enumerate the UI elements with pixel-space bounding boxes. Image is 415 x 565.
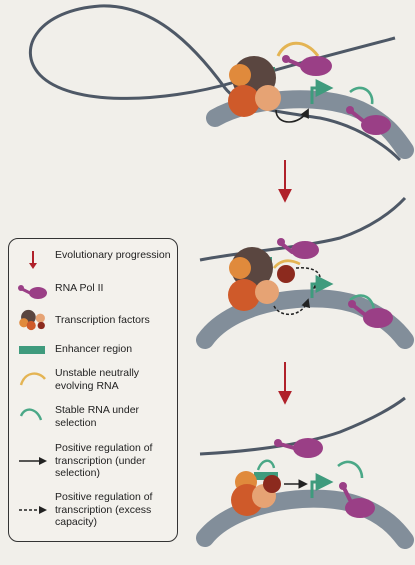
tf-dark-red	[277, 265, 295, 283]
pol-ii-1	[277, 238, 319, 259]
tf-orange	[229, 257, 251, 279]
promoter-arrow-green	[310, 79, 334, 104]
legend-label: Transcription factors	[55, 314, 150, 326]
pol-ii-1	[282, 55, 332, 76]
pol-ii-2	[339, 482, 375, 518]
tf-peach	[255, 280, 279, 304]
dna-upper	[199, 196, 407, 262]
panel-2	[196, 196, 414, 349]
pol-ii-2	[348, 300, 393, 328]
legend-box: Evolutionary progression RNA Pol II Tran…	[8, 238, 178, 542]
dashed-arrow-icon	[19, 506, 47, 514]
legend-label: Stable RNA under selection	[55, 404, 140, 429]
unstable-rna	[276, 41, 320, 57]
stable-rna	[349, 86, 374, 105]
legend-label: Unstable neutrally evolving RNA	[55, 367, 140, 392]
stable-rna-icon	[19, 408, 43, 421]
tf-red-orange	[228, 85, 260, 117]
promoter-arrow-green	[310, 473, 334, 498]
tf-peach	[255, 85, 281, 111]
stable-rna	[256, 459, 276, 471]
regulation-arrow-dashed	[273, 298, 310, 315]
legend-label: Evolutionary progression	[55, 249, 171, 261]
dna-upper	[199, 396, 406, 456]
legend-label: Positive regulation of transcription (un…	[55, 442, 153, 479]
legend-label: RNA Pol II	[55, 282, 104, 294]
tf-orange	[229, 64, 251, 86]
rna-pol-ii-icon	[18, 285, 47, 299]
panel-1	[28, 4, 414, 162]
stable-rna	[337, 460, 364, 479]
legend-label: Positive regulation of transcription (ex…	[55, 491, 153, 528]
enhancer-region-icon	[19, 346, 45, 354]
red-down-arrow-icon	[29, 251, 37, 269]
tf-dark-red	[263, 475, 281, 493]
tf-red-orange	[228, 279, 260, 311]
transcription-factors-icon	[19, 309, 45, 331]
pol-ii-1	[274, 438, 323, 458]
promoter-arrow-green	[310, 275, 334, 298]
dna-lower-band	[196, 489, 414, 549]
legend-label: Enhancer region	[55, 343, 133, 355]
unstable-rna-icon	[19, 372, 46, 386]
unstable-rna	[272, 259, 301, 269]
panel-3	[196, 396, 414, 549]
regulation-arrow-solid	[275, 108, 309, 123]
pol-ii-2	[346, 106, 391, 135]
dna-lower-band	[196, 289, 414, 349]
solid-arrow-icon	[19, 457, 47, 465]
dna-loop	[28, 4, 402, 162]
